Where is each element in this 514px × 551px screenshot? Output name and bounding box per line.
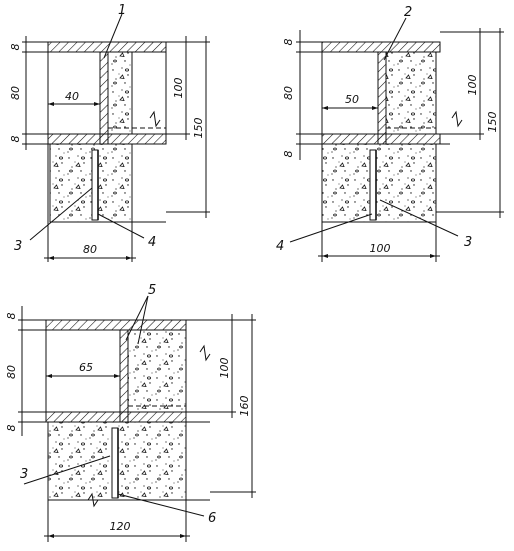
label-a-1: 1: [118, 3, 126, 18]
detail-b: 8 80 8 50 100 100 150 2 4: [276, 5, 504, 262]
sheet-b: [369, 149, 377, 221]
label-b-3: 3: [464, 235, 472, 250]
svg-text:100: 100: [370, 242, 391, 255]
dim-a-bottom-slab: 8: [9, 136, 22, 143]
svg-text:65: 65: [79, 361, 93, 374]
label-c-3: 3: [20, 467, 28, 482]
dim-c-height: 80: [5, 365, 18, 379]
slab-b-top: [321, 41, 441, 53]
dim-a-150: 150: [192, 118, 205, 139]
dim-c-bottom-slab: 8: [5, 425, 18, 432]
label-a-3: 3: [14, 239, 22, 254]
dim-a-100: 100: [172, 78, 185, 99]
dim-a-height: 80: [9, 86, 22, 100]
sheet-c: [111, 427, 119, 499]
label-b-2: 2: [404, 5, 412, 20]
concrete-c-upper: [127, 329, 187, 413]
wall-strip-b: [377, 51, 387, 145]
dim-b-100: 100: [466, 75, 479, 96]
label-a-4: 4: [148, 235, 156, 250]
concrete-b-upper: [385, 51, 437, 135]
dim-a-width-upper: 40: [48, 90, 100, 106]
slab-c-top: [45, 319, 187, 331]
dim-b-bottom-slab: 8: [282, 151, 295, 158]
wall-strip-c: [119, 329, 129, 423]
label-b-4: 4: [276, 239, 284, 254]
concrete-b-lower: [321, 143, 437, 223]
dim-c-left: 8 80 8: [5, 306, 46, 436]
dim-b-top-slab: 8: [282, 39, 295, 46]
dim-b-right: 100 150: [436, 28, 504, 218]
dim-c-width-lower: 120: [44, 500, 190, 542]
dim-c-top-slab: 8: [5, 313, 18, 320]
dim-b-width-upper: 50: [322, 93, 378, 110]
svg-text:50: 50: [345, 93, 359, 106]
dim-a-right: 100 150: [166, 36, 210, 218]
concrete-a-upper: [107, 51, 133, 135]
svg-text:40: 40: [65, 90, 79, 103]
label-c-5: 5: [148, 283, 156, 298]
detail-c: 8 80 8 65 120 100 160 5 3: [5, 283, 256, 542]
wall-strip-a: [99, 51, 109, 145]
dim-c-width-upper: 65: [46, 361, 120, 378]
dim-b-150: 150: [486, 112, 499, 133]
dim-c-100: 100: [218, 358, 231, 379]
dim-c-160: 160: [238, 396, 251, 417]
dim-b-left: 8 80 8: [282, 30, 322, 160]
dim-a-left: 8 80 8: [9, 36, 48, 150]
dim-b-width-lower: 100: [318, 222, 440, 262]
detail-a: 8 80 8 40 80 100 150 1: [9, 3, 210, 262]
svg-text:80: 80: [83, 243, 97, 256]
dim-a-width-lower: 80: [44, 222, 136, 262]
svg-text:120: 120: [110, 520, 131, 533]
dim-a-top-slab: 8: [9, 44, 22, 51]
concrete-a-lower: [49, 143, 133, 223]
label-c-6: 6: [208, 511, 216, 526]
sheet-a: [91, 149, 99, 221]
dim-b-height: 80: [282, 86, 295, 100]
dim-c-right: 100 160: [186, 314, 256, 498]
slab-c-bottom: [45, 411, 187, 423]
